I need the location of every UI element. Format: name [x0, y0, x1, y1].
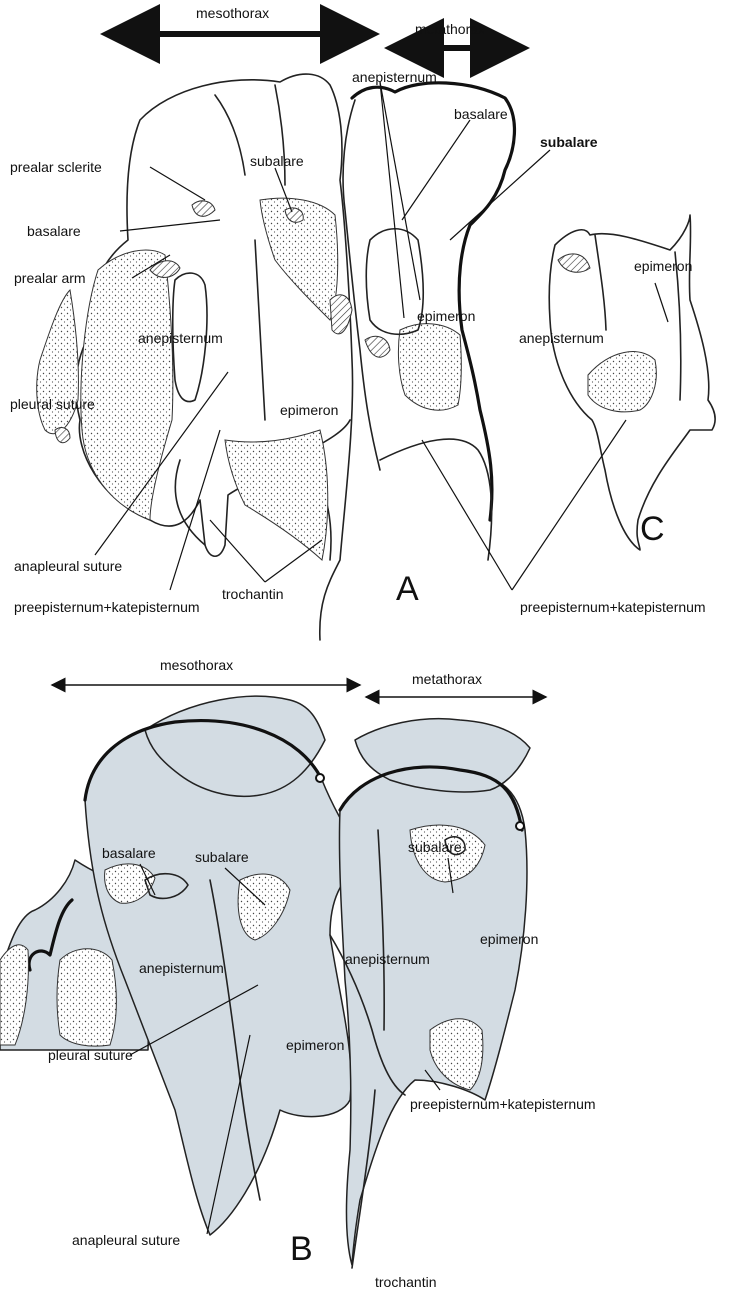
b-subalare-right-label: subalare — [408, 839, 462, 855]
metathorax-anepisternum-body — [366, 229, 423, 335]
anepisternum-top-label: anepisternum — [352, 69, 437, 85]
panel-c: epimeron anepisternum C — [519, 215, 715, 550]
trochantin-label: trochantin — [222, 586, 283, 602]
basalare-right-leader — [402, 120, 470, 220]
panel-c-anepisternum-label: anepisternum — [519, 330, 604, 346]
b-epimeron-center-label: epimeron — [286, 1037, 344, 1053]
pleural-suture-region — [37, 290, 79, 434]
metathorax-label-b: metathorax — [412, 671, 482, 687]
panel-b-mesothorax — [85, 721, 365, 1235]
anepisternum-left-region — [81, 250, 173, 520]
hind-lobe — [380, 439, 492, 560]
trochantin-leader-1 — [210, 520, 265, 582]
prealar-arm-label: prealar arm — [14, 270, 86, 286]
panel-c-letter: C — [640, 510, 665, 548]
anepisternum-top-leader — [380, 82, 404, 318]
anapleural-suture-label: anapleural suture — [14, 558, 122, 574]
panel-c-stipple — [588, 352, 656, 412]
prealar-sclerite-label: prealar sclerite — [10, 159, 102, 175]
panel-a-letter: A — [396, 570, 419, 608]
mesothorax-label-b: mesothorax — [160, 657, 233, 673]
preepisternum-right-leader-1 — [422, 440, 512, 590]
b-preepisternum-label: preepisternum+katepisternum — [410, 1096, 596, 1112]
panel-c-hatch — [558, 254, 590, 272]
b-basalare-label: basalare — [102, 845, 156, 861]
b-subalare-left-label: subalare — [195, 849, 249, 865]
panel-a: mesothorax metathorax — [10, 5, 706, 640]
preepisternum-left-label: preepisternum+katepisternum — [14, 599, 200, 615]
panel-b: mesothorax metathorax — [0, 657, 596, 1290]
trochantin-leader-2 — [265, 540, 322, 582]
b-epimeron-right-label: epimeron — [480, 931, 538, 947]
subalare-left-label: subalare — [250, 153, 304, 169]
basalare-left-label: basalare — [27, 223, 81, 239]
b-anepisternum-right-label: anepisternum — [345, 951, 430, 967]
subalare-right-label: subalare — [540, 134, 598, 150]
basalare-left-leader — [120, 220, 220, 231]
panel-c-epimeron-label: epimeron — [634, 258, 692, 274]
anepisternum-left-label: anepisternum — [138, 330, 223, 346]
preepisternum-right-label: preepisternum+katepisternum — [520, 599, 706, 615]
panel-b-stipple-lobe — [57, 949, 116, 1046]
panel-b-letter: B — [290, 1230, 313, 1268]
b-trochantin-label: trochantin — [375, 1274, 436, 1290]
prealar-sclerite-leader — [150, 167, 205, 200]
epimeron-center-label: epimeron — [280, 402, 338, 418]
panel-b-hinge-left — [316, 774, 324, 782]
panel-c-epimeron-leader — [655, 283, 668, 322]
epimeron-right-stipple — [398, 324, 461, 411]
metathorax-hatch — [365, 336, 390, 357]
basalare-right-label: basalare — [454, 106, 508, 122]
pleural-hatch — [55, 428, 70, 443]
pleural-suture-label: pleural suture — [10, 396, 95, 412]
panel-b-hinge-right — [516, 822, 524, 830]
mesothorax-label: mesothorax — [196, 5, 269, 21]
anepisternum-top-leader-2 — [380, 82, 420, 300]
b-pleural-suture-label: pleural suture — [48, 1047, 133, 1063]
preepisternum-right-leader-2 — [512, 420, 626, 590]
mesothorax-tergal-edge — [215, 85, 285, 185]
b-anepisternum-left-label: anepisternum — [139, 960, 224, 976]
basalare-hatch — [192, 201, 215, 216]
mesothorax-pleural-ridge — [255, 240, 265, 420]
anepisternum-hatch — [330, 295, 352, 334]
epimeron-right-label: epimeron — [417, 308, 475, 324]
katepisternum-stipple — [225, 430, 328, 560]
b-anapleural-suture-label: anapleural suture — [72, 1232, 180, 1248]
preepisternum-left-leader — [170, 430, 220, 590]
metathorax-label: metathorax — [415, 21, 485, 37]
subalare-right-leader — [450, 150, 550, 240]
